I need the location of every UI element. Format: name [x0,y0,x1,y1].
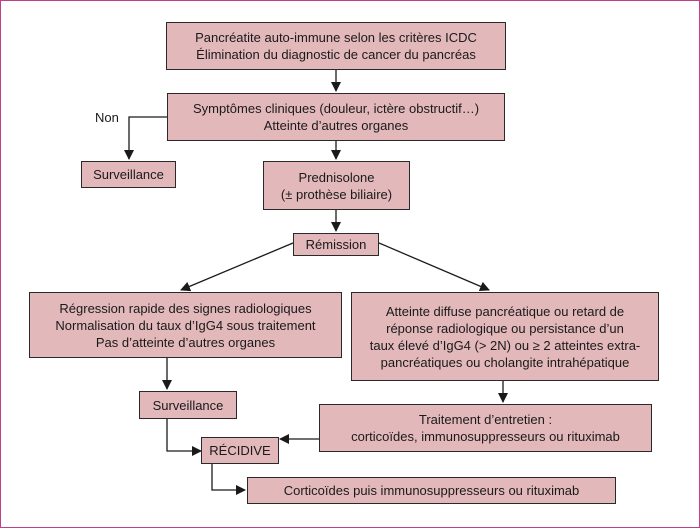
arrow-symptomes-to-surveillance [124,116,167,160]
icdc-line-1: Pancréatite auto-immune selon les critèr… [195,30,477,45]
symptomes-line-2: Atteinte d’autres organes [263,118,409,133]
entretien-line-2: corticoïdes, immunosuppresseurs ou ritux… [351,429,620,444]
surveillance-bottom-label: Surveillance [152,397,224,413]
regression-line-2: Normalisation du taux d’IgG4 sous traite… [55,317,316,333]
atteinte-line-3: taux élevé d’IgG4 (> 2N) ou ≥ 2 atteinte… [369,337,641,353]
recidive-box: RÉCIDIVE [201,437,279,464]
arrow-remission-to-atteinte [378,242,490,292]
prednisolone-line-1: Prednisolone [298,169,375,185]
entretien-line-1: Traitement d’entretien : [418,412,553,427]
arrow-recidive-to-cortico [211,464,246,495]
icdc-criteria-box: Pancréatite auto-immune selon les critèr… [166,22,506,70]
non-label: Non [95,110,119,125]
corticoides-final-box: Corticoïdes puis immunosuppresseurs ou r… [247,477,616,504]
atteinte-line-2: réponse radiologique ou persistance d’un [386,320,624,336]
icdc-line-2: Élimination du diagnostic de cancer du p… [196,47,476,62]
remission-box: Rémission [293,233,379,256]
arrow-remission-to-regression [180,242,294,292]
surveillance-top-label: Surveillance [93,167,164,182]
corticoides-final-label: Corticoïdes puis immunosuppresseurs ou r… [283,483,580,498]
regression-line-3: Pas d’atteinte d’autres organes [95,334,276,350]
prednisolone-box: Prednisolone (± prothèse biliaire) [263,161,410,210]
remission-label: Rémission [305,237,367,252]
surveillance-bottom-box: Surveillance [139,391,237,419]
atteinte-line-4: pancréatiques ou cholangite intrahépatiq… [380,354,630,370]
symptomes-box: Symptômes cliniques (douleur, ictère obs… [167,93,505,141]
atteinte-diffuse-box: Atteinte diffuse pancréatique ou retard … [351,292,659,381]
symptomes-line-1: Symptômes cliniques (douleur, ictère obs… [192,101,480,116]
surveillance-top-box: Surveillance [81,161,176,188]
entretien-box: Traitement d’entretien : corticoïdes, im… [319,404,652,452]
recidive-label: RÉCIDIVE [209,443,271,458]
regression-box: Régression rapide des signes radiologiqu… [29,292,342,358]
atteinte-line-1: Atteinte diffuse pancréatique ou retard … [385,303,625,319]
arrow-surveillance-to-recidive [166,419,202,456]
prednisolone-line-2: (± prothèse biliaire) [280,186,393,202]
regression-line-1: Régression rapide des signes radiologiqu… [59,300,312,316]
